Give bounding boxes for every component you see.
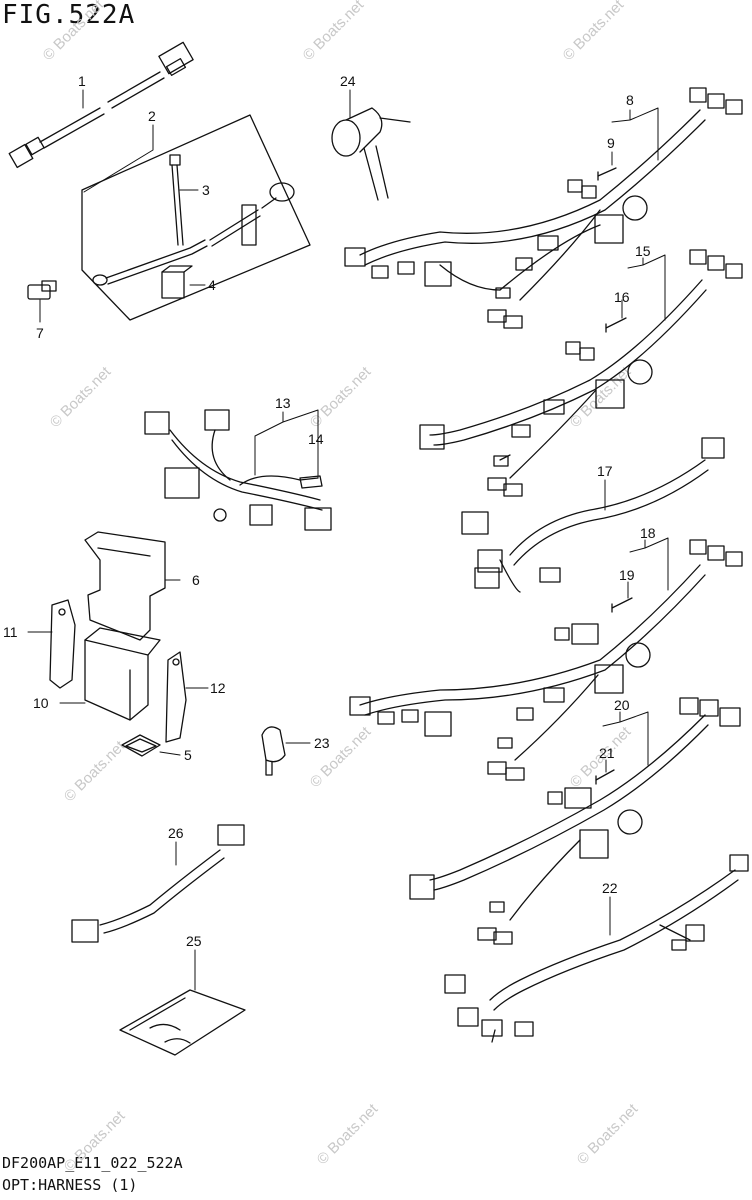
part-8-harness (344, 87, 743, 329)
part-10-ecu (84, 627, 161, 721)
part-15-harness (419, 249, 743, 497)
watermark: © Boats.net (40, 0, 108, 64)
part-24-holder (331, 107, 411, 201)
part-25-bag (119, 989, 246, 1056)
watermark: © Boats.net (574, 1100, 642, 1168)
part-26-harness (71, 824, 245, 943)
callout-20: 20 (614, 697, 630, 713)
leader-lines (27, 89, 669, 991)
callout-12: 12 (210, 680, 226, 696)
watermark: © Boats.net (300, 0, 368, 64)
callout-22: 22 (602, 880, 618, 896)
callout-23: 23 (314, 735, 330, 751)
callout-4: 4 (208, 277, 216, 293)
watermark: © Boats.net (47, 363, 115, 431)
callout-13: 13 (275, 395, 291, 411)
callout-24: 24 (340, 73, 356, 89)
part-12-bracket (165, 651, 187, 743)
part-21-screw (595, 769, 615, 785)
part-16-screw (605, 317, 627, 333)
callout-8: 8 (626, 92, 634, 108)
part-14-clip (299, 475, 323, 489)
part-20-harness (409, 697, 741, 945)
callout-9: 9 (607, 135, 615, 151)
callout-5: 5 (184, 747, 192, 763)
callout-17: 17 (597, 463, 613, 479)
callout-2: 2 (148, 108, 156, 124)
callout-26: 26 (168, 825, 184, 841)
watermark: © Boats.net (307, 723, 375, 791)
callout-19: 19 (619, 567, 635, 583)
figure-title: FIG.522A (2, 0, 136, 30)
callout-labels: 1 2 3 4 5 6 7 8 9 10 11 12 13 14 15 16 1… (3, 73, 656, 949)
callout-6: 6 (192, 572, 200, 588)
part-7-cap (27, 280, 57, 300)
callout-10: 10 (33, 695, 49, 711)
callout-1: 1 (78, 73, 86, 89)
part-17-harness (461, 437, 725, 593)
part-1-extension-harness (8, 41, 194, 169)
watermark: © Boats.net (314, 1100, 382, 1168)
part-22-harness (444, 854, 749, 1043)
part-6-frame (84, 531, 166, 641)
callout-7: 7 (36, 325, 44, 341)
part-23-boot (261, 726, 286, 776)
callout-11: 11 (3, 624, 18, 640)
part-11-bracket (49, 599, 76, 689)
watermark: © Boats.net (61, 1107, 129, 1175)
part-2-kit-box (81, 114, 311, 321)
part-9-screw (597, 167, 617, 181)
callout-25: 25 (186, 933, 202, 949)
part-18-harness (349, 539, 743, 781)
model-code: DF200AP_E11_022_522A (2, 1154, 183, 1172)
callout-16: 16 (614, 289, 630, 305)
part-5-pad (121, 734, 161, 757)
callout-14: 14 (308, 431, 324, 447)
part-13-harness (144, 409, 332, 531)
part-19-screw (611, 597, 633, 613)
section-caption: OPT:HARNESS (1) (2, 1176, 138, 1194)
callout-3: 3 (202, 182, 210, 198)
watermark: © Boats.net (560, 0, 628, 64)
watermark: © Boats.net (61, 737, 129, 805)
callout-21: 21 (599, 745, 615, 761)
watermarks: © Boats.net © Boats.net © Boats.net © Bo… (40, 0, 642, 1175)
watermark: © Boats.net (307, 363, 375, 431)
callout-15: 15 (635, 243, 651, 259)
callout-18: 18 (640, 525, 656, 541)
